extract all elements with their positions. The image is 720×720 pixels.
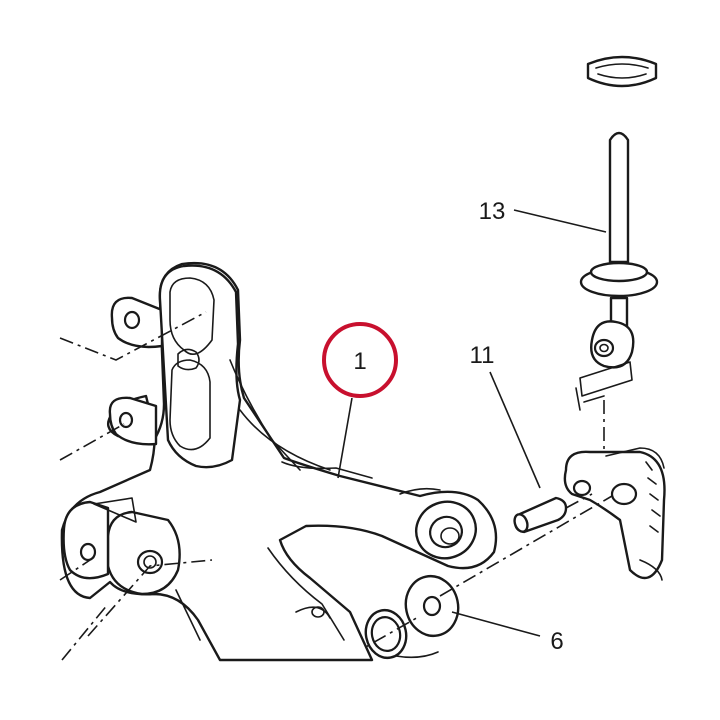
- part-6-washer: [404, 574, 460, 638]
- callout-13: 13: [479, 198, 506, 225]
- part-11-pin: [513, 493, 593, 534]
- shift-lever-bracket: [563, 447, 666, 581]
- callout-1: 1: [353, 348, 366, 375]
- o-ring: [364, 608, 439, 660]
- callout-11: 11: [470, 342, 495, 369]
- leader-lines: [337, 209, 607, 637]
- highlight-circle: [322, 322, 398, 398]
- part-13-shift-rod: [575, 55, 659, 470]
- centerlines: [59, 311, 213, 661]
- part-1-bracket: [60, 261, 498, 662]
- callout-6: 6: [550, 628, 563, 655]
